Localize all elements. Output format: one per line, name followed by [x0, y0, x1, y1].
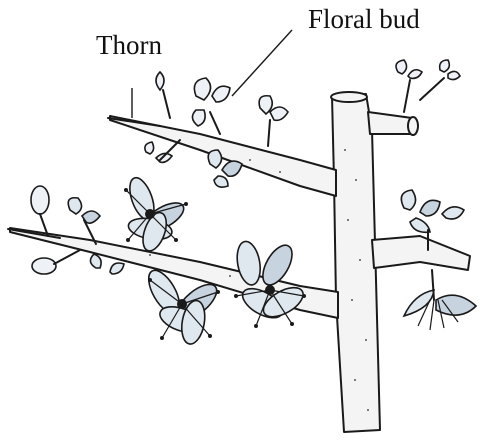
floral-bud-cluster-top-right — [396, 60, 460, 112]
thorn-label: Thorn — [96, 30, 162, 61]
floral-bud-leader-line — [232, 30, 292, 96]
floral-bud-label: Floral bud — [308, 4, 420, 35]
floral-bud-cluster-left — [31, 186, 124, 274]
right-stub-cut — [408, 117, 418, 135]
open-flower-1 — [124, 175, 188, 254]
right-stub-branch — [368, 112, 414, 134]
right-lower-branch — [372, 236, 470, 270]
stem-cut-top — [331, 92, 367, 102]
